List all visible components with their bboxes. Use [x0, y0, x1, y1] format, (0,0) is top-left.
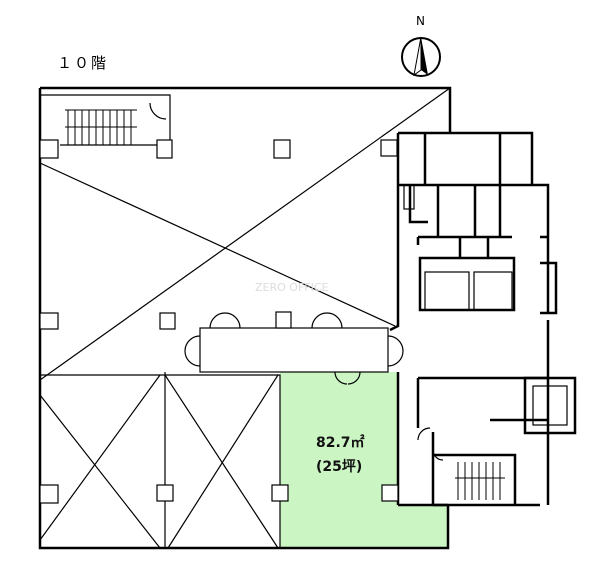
- floor-label: １０階: [57, 54, 109, 72]
- unit-tsubo: (25坪): [316, 459, 363, 475]
- watermark: ZERO OFFICE: [255, 281, 329, 294]
- north-arrow-icon: [401, 36, 441, 77]
- north-label: N: [416, 14, 425, 28]
- unit-area: 82.7㎡: [316, 435, 365, 451]
- vacant-unit: [280, 372, 448, 548]
